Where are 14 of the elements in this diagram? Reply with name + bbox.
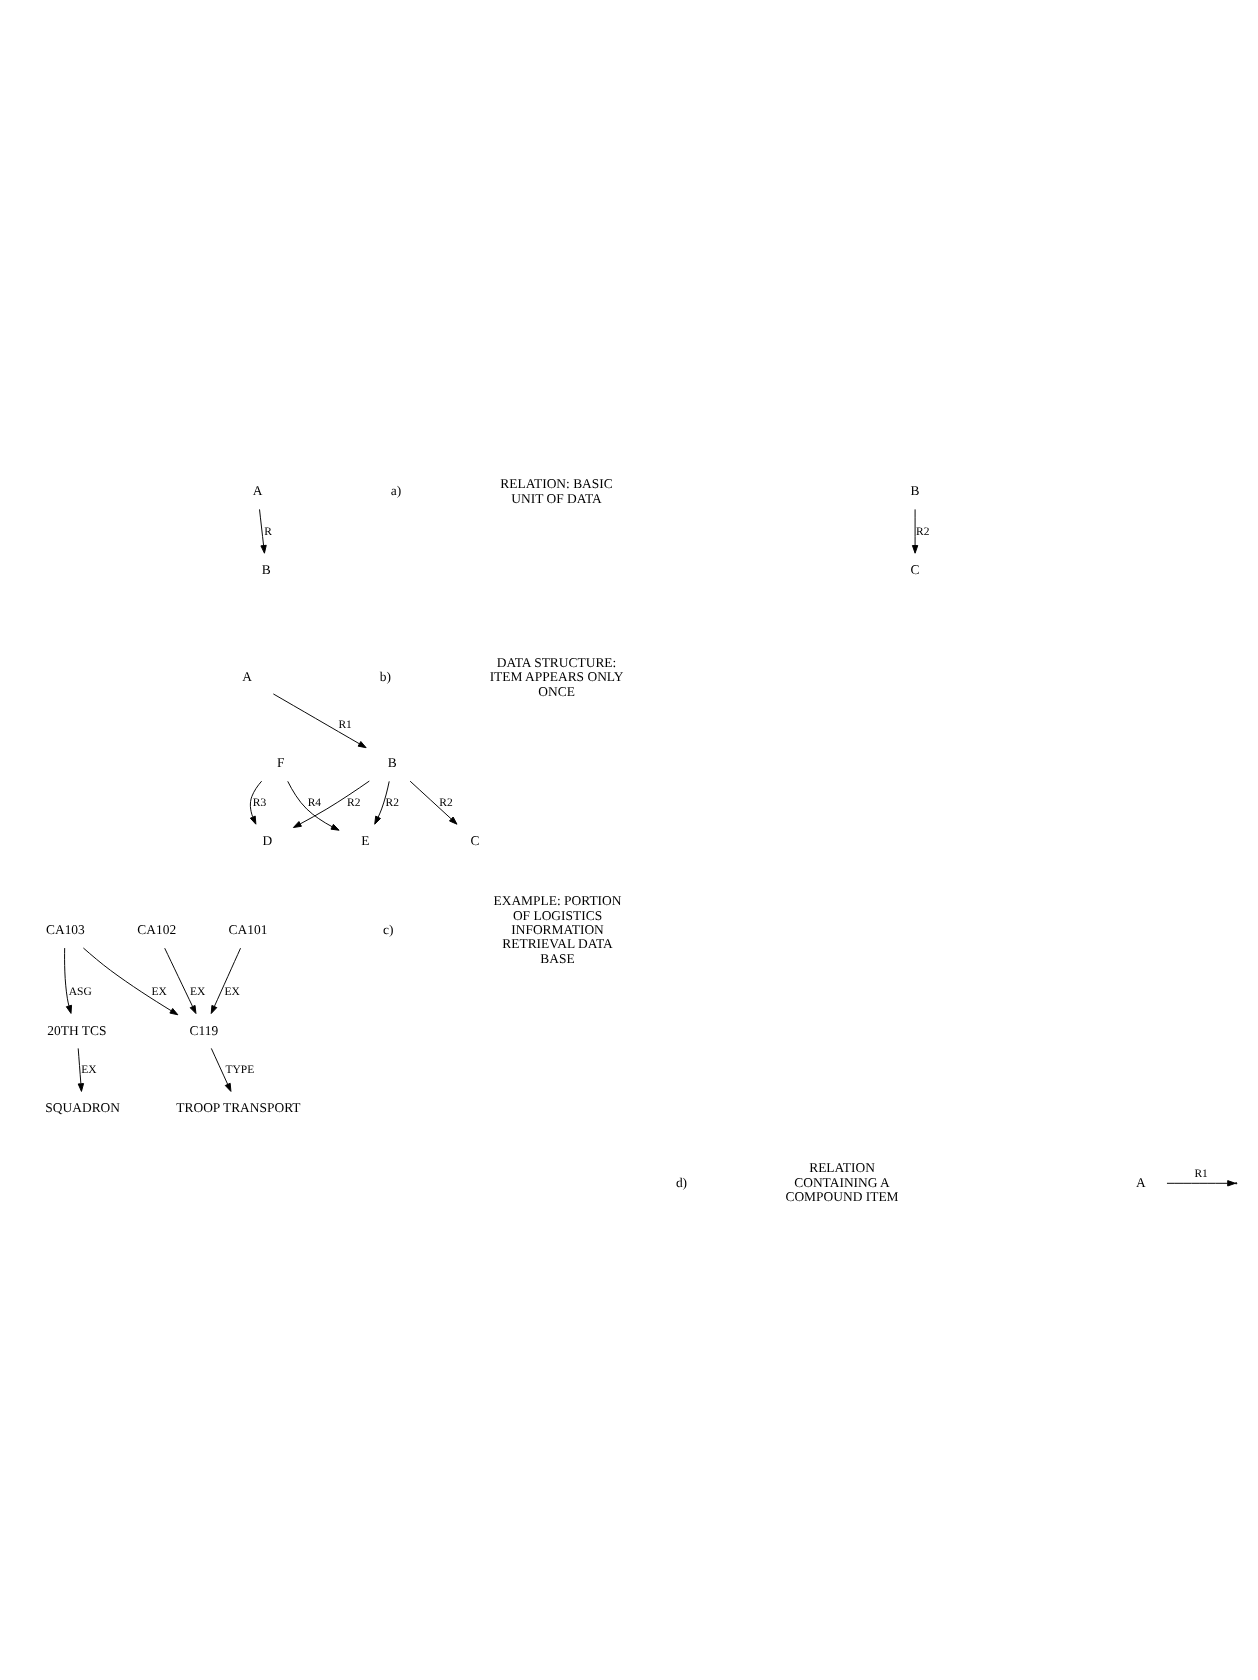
arrow (259, 508, 267, 554)
arrow (210, 947, 241, 1014)
arrow (82, 947, 179, 1016)
arrow (164, 947, 197, 1014)
arrow (911, 508, 919, 554)
arrow (374, 780, 390, 825)
arrow (409, 780, 458, 825)
arrow (77, 1047, 85, 1092)
arrow (272, 693, 367, 749)
arrow (287, 780, 340, 831)
arrow (210, 1047, 232, 1092)
arrow (292, 780, 370, 828)
arrow (249, 780, 263, 825)
arrow (64, 947, 73, 1014)
